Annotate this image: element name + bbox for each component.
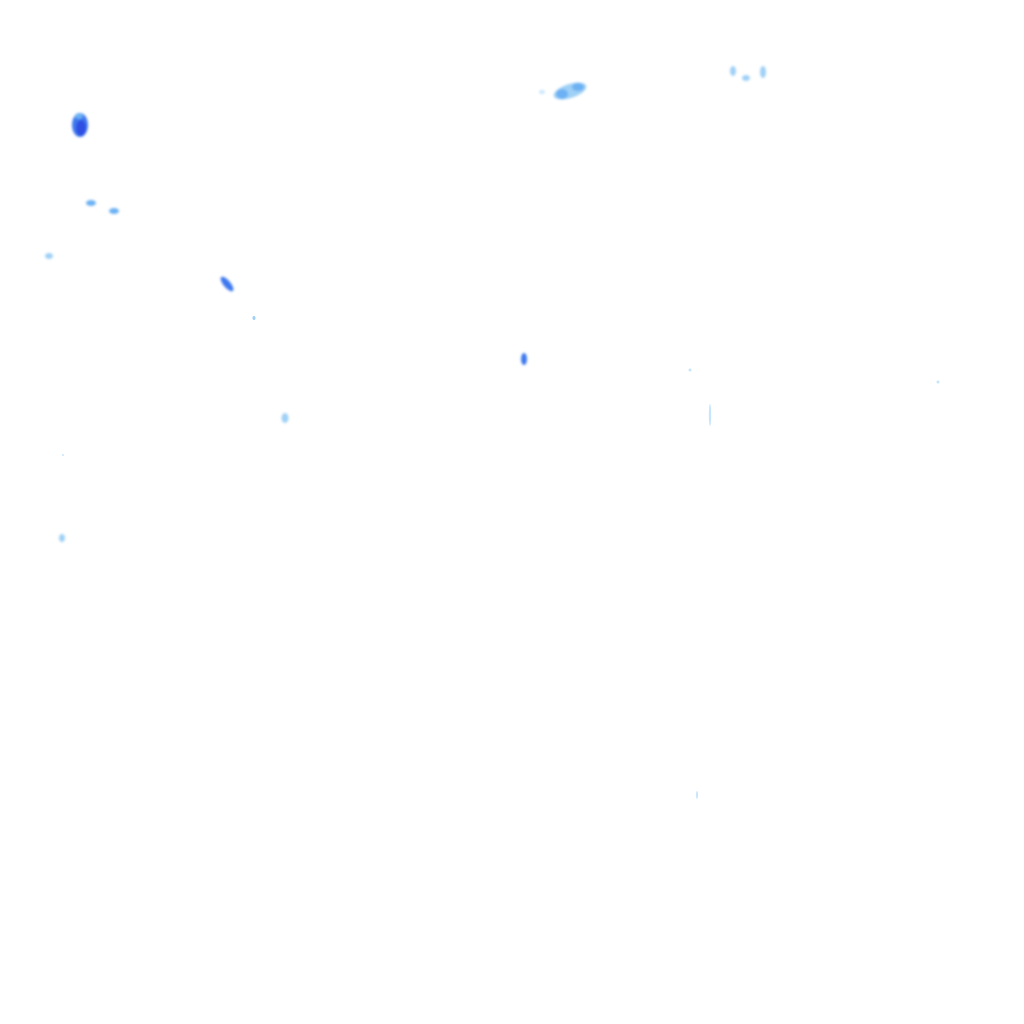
echo-far-west: [45, 253, 53, 259]
echo-central-south: [281, 413, 289, 423]
echo-speck-e: [62, 454, 64, 456]
echo-west-pair-b: [109, 208, 119, 214]
echo-north-central-band: [539, 82, 587, 100]
echo-speck-f: [696, 791, 698, 799]
echo-south-west: [59, 534, 65, 542]
echo-west-pair-a: [86, 200, 96, 206]
echo-speck-c: [936, 380, 940, 384]
echo-speck-d: [708, 404, 712, 426]
echo-central: [521, 353, 527, 365]
echo-speck-b: [688, 368, 692, 372]
echo-heavy-nw: [72, 113, 88, 137]
echo-north-east-cluster: [730, 66, 766, 81]
echo-speck-a: [252, 316, 256, 320]
echo-west-streak: [220, 276, 234, 292]
